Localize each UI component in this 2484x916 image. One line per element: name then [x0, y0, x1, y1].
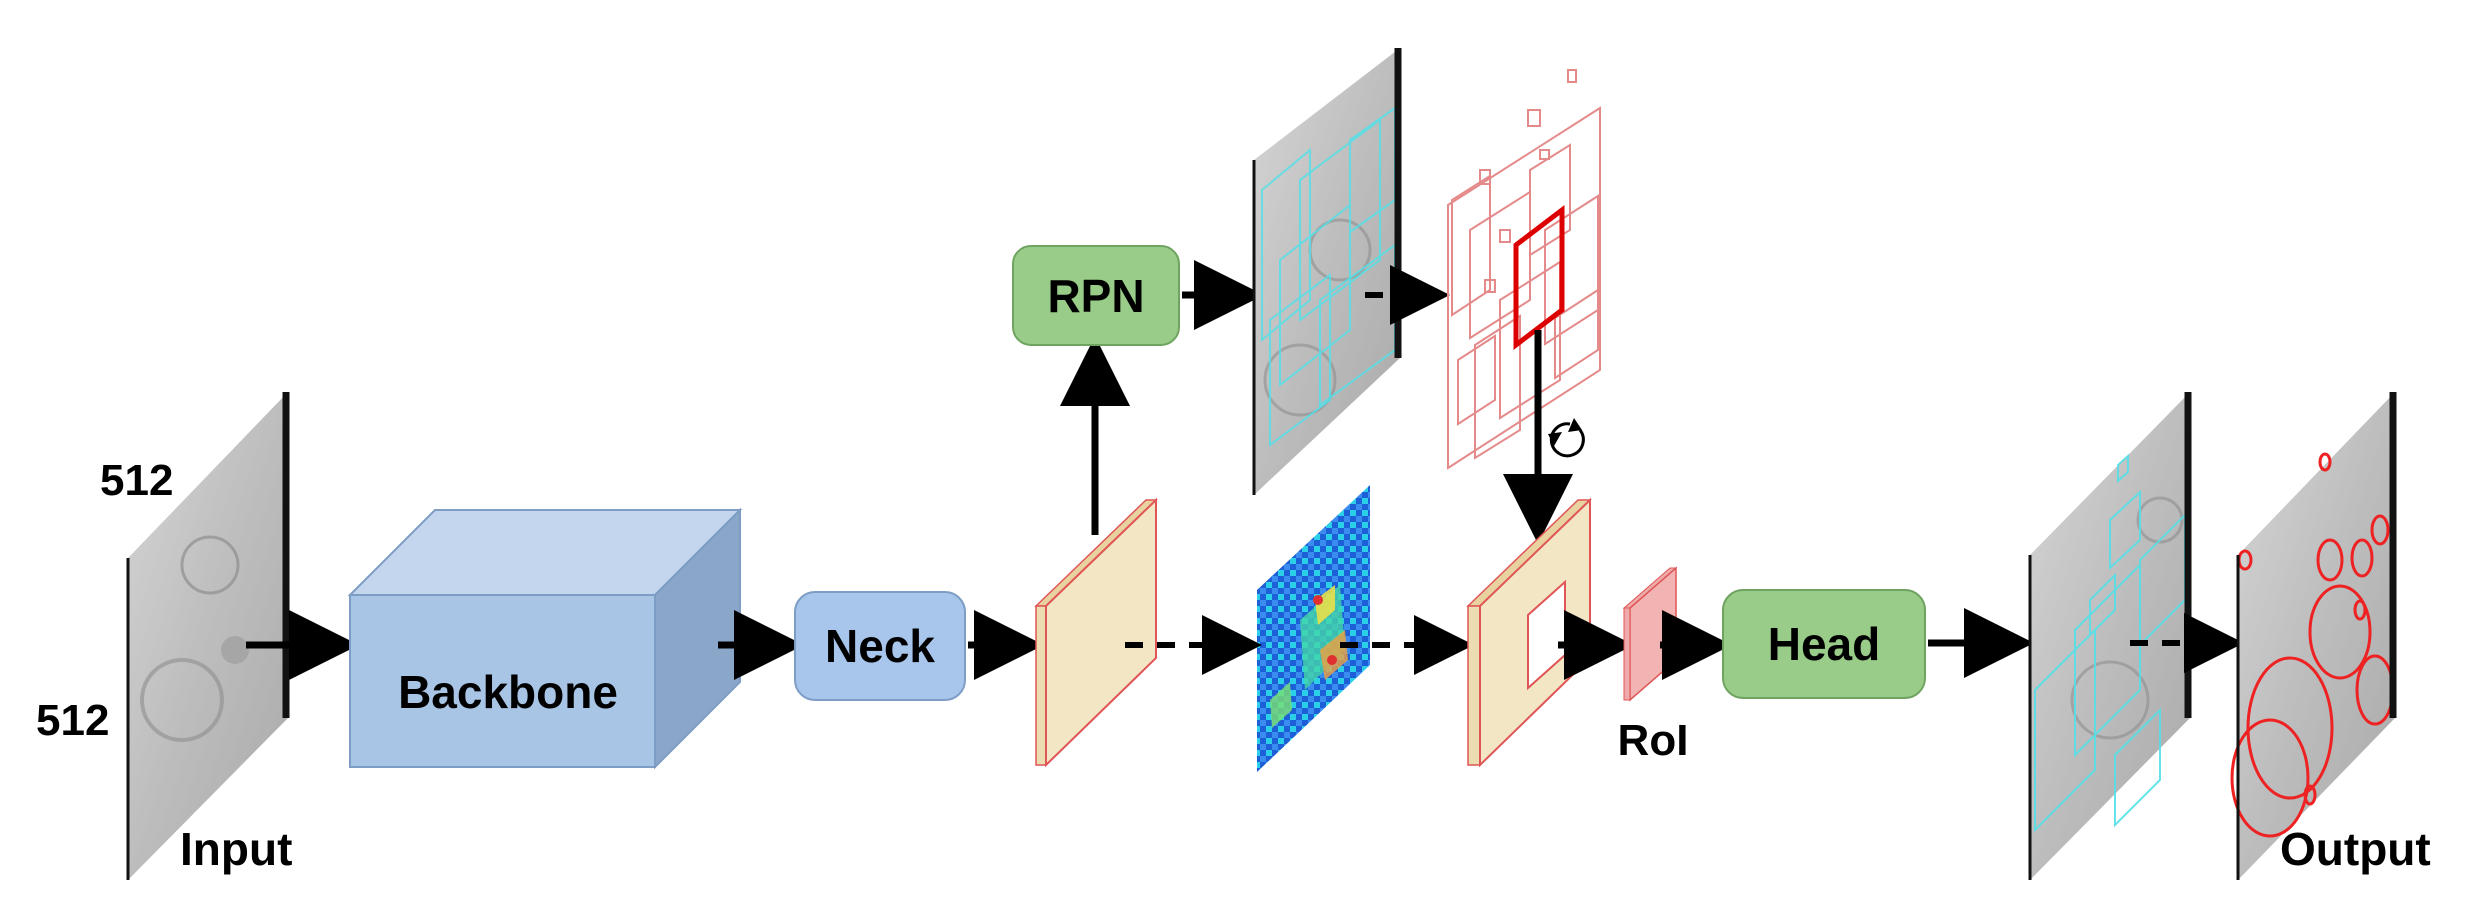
- input-label: Input: [180, 823, 292, 875]
- rpn-label: RPN: [1047, 270, 1144, 322]
- feature-map-2: [1466, 497, 1592, 768]
- feature-map-1: [1034, 497, 1158, 768]
- head-block: [1722, 589, 1926, 699]
- roi-label: RoI: [1618, 716, 1689, 765]
- refresh-icon: [1548, 418, 1585, 458]
- detection-image: [2028, 392, 2192, 880]
- input-dim-top-label: 512: [100, 456, 173, 505]
- proposal-boxes: [1447, 69, 1601, 470]
- input-dim-left-label: 512: [36, 696, 109, 745]
- output-label: Output: [2280, 823, 2431, 875]
- neck-block: [794, 591, 966, 701]
- backbone-label: Backbone: [398, 666, 618, 718]
- neck-label: Neck: [825, 620, 935, 672]
- backbone-block: [347, 507, 743, 770]
- heatmap-image: [1257, 485, 1370, 772]
- input-image: [126, 392, 290, 880]
- anchor-image: [1252, 48, 1402, 495]
- rpn-block: [1012, 245, 1180, 346]
- head-label: Head: [1768, 618, 1880, 670]
- output-image: [2230, 392, 2397, 880]
- roi-block: [1622, 566, 1678, 702]
